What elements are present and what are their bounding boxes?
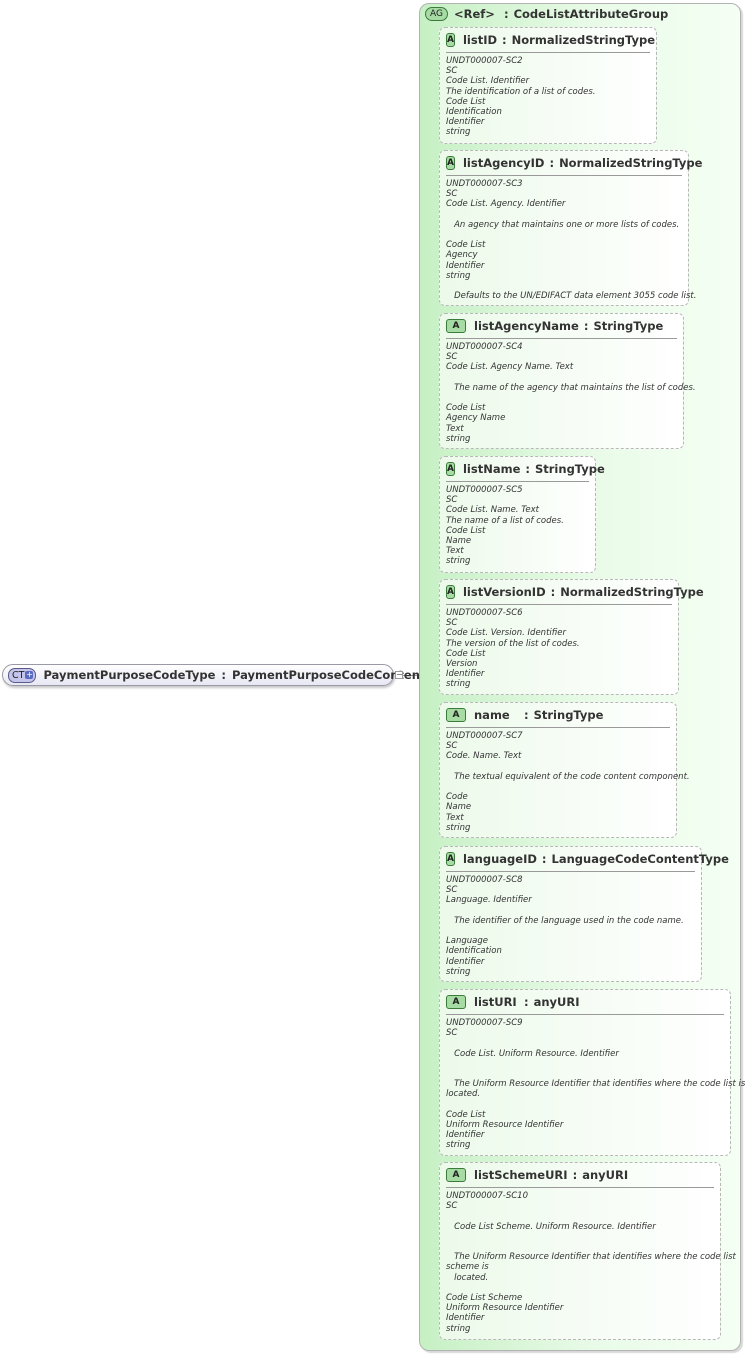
attribute-type: StringType <box>593 319 664 333</box>
attribute-name: listName <box>462 462 521 476</box>
attribute-type: StringType <box>534 462 605 476</box>
attribute-type: NormalizedStringType <box>559 156 703 170</box>
attribute-name: name <box>474 708 510 722</box>
attribute-separator: : <box>541 852 547 866</box>
attribute-name: listAgencyName <box>474 319 579 333</box>
attribute-icon: A <box>446 462 455 476</box>
complex-type-badge-label: CT <box>12 669 25 681</box>
expand-plus-icon: + <box>25 670 34 679</box>
attribute-icon: A <box>446 156 455 170</box>
attribute-name: listID <box>462 33 498 47</box>
complex-type-separator: : <box>221 668 226 682</box>
collapse-toggle-icon[interactable]: − <box>395 670 403 679</box>
attribute-documentation: UNDT000007-SC6 SC Code List. Version. Id… <box>446 608 580 690</box>
attribute-icon: A <box>446 852 455 866</box>
attribute-icon: A <box>446 319 466 333</box>
attribute-type: anyURI <box>582 1168 629 1182</box>
attribute-group-ref: <Ref> <box>453 7 495 21</box>
complex-type-name: PaymentPurposeCodeType <box>43 668 216 682</box>
attribute-documentation: UNDT000007-SC7 SC Code. Name. Text The t… <box>446 731 690 833</box>
complex-type-icon: CT+ <box>8 667 37 683</box>
attribute-documentation: UNDT000007-SC5 SC Code List. Name. Text … <box>446 485 564 567</box>
attribute-type: anyURI <box>533 995 580 1009</box>
attribute-documentation: UNDT000007-SC2 SC Code List. Identifier … <box>446 56 596 138</box>
attribute-documentation: UNDT000007-SC3 SC Code List. Agency. Ide… <box>446 179 697 302</box>
attribute-separator: : <box>502 33 507 47</box>
attribute-documentation: UNDT000007-SC9 SC Code List. Uniform Res… <box>446 1018 745 1151</box>
attribute-icon: A <box>446 1168 466 1182</box>
attribute-type: NormalizedStringType <box>560 585 704 599</box>
attribute-group-name: CodeListAttributeGroup <box>513 7 669 21</box>
attribute-name: listSchemeURI <box>474 1168 568 1182</box>
attribute-documentation: UNDT000007-SC4 SC Code List. Agency Name… <box>446 342 696 444</box>
attribute-name: languageID <box>462 852 537 866</box>
attribute-icon: A <box>446 585 455 599</box>
attribute-group-icon: AG <box>425 7 448 21</box>
attribute-group-separator: : <box>503 7 509 21</box>
attribute-separator: : <box>572 1168 578 1182</box>
attribute-name: listAgencyID <box>462 156 545 170</box>
attribute-type: LanguageCodeContentType <box>551 852 729 866</box>
attribute-name: listVersionID <box>462 585 546 599</box>
attribute-separator: : <box>525 462 530 476</box>
attribute-documentation: UNDT000007-SC8 SC Language. Identifier T… <box>446 875 684 977</box>
attribute-icon: A <box>446 708 466 722</box>
attribute-separator: : <box>550 585 556 599</box>
attribute-icon: A <box>446 33 455 47</box>
attribute-group-header[interactable]: AG <Ref> : CodeListAttributeGroup <box>425 7 668 21</box>
attribute-separator: : <box>549 156 555 170</box>
attribute-type: StringType <box>533 708 604 722</box>
attribute-name: listURI <box>474 995 517 1009</box>
attribute-type: NormalizedStringType <box>511 33 656 47</box>
attribute-documentation: UNDT000007-SC10 SC Code List Scheme. Uni… <box>446 1191 736 1334</box>
attribute-icon: A <box>446 995 466 1009</box>
attribute-separator: : <box>524 708 529 722</box>
attribute-separator: : <box>524 995 529 1009</box>
attribute-separator: : <box>583 319 589 333</box>
complex-type-box[interactable]: CT+ PaymentPurposeCodeType : PaymentPurp… <box>2 664 455 686</box>
